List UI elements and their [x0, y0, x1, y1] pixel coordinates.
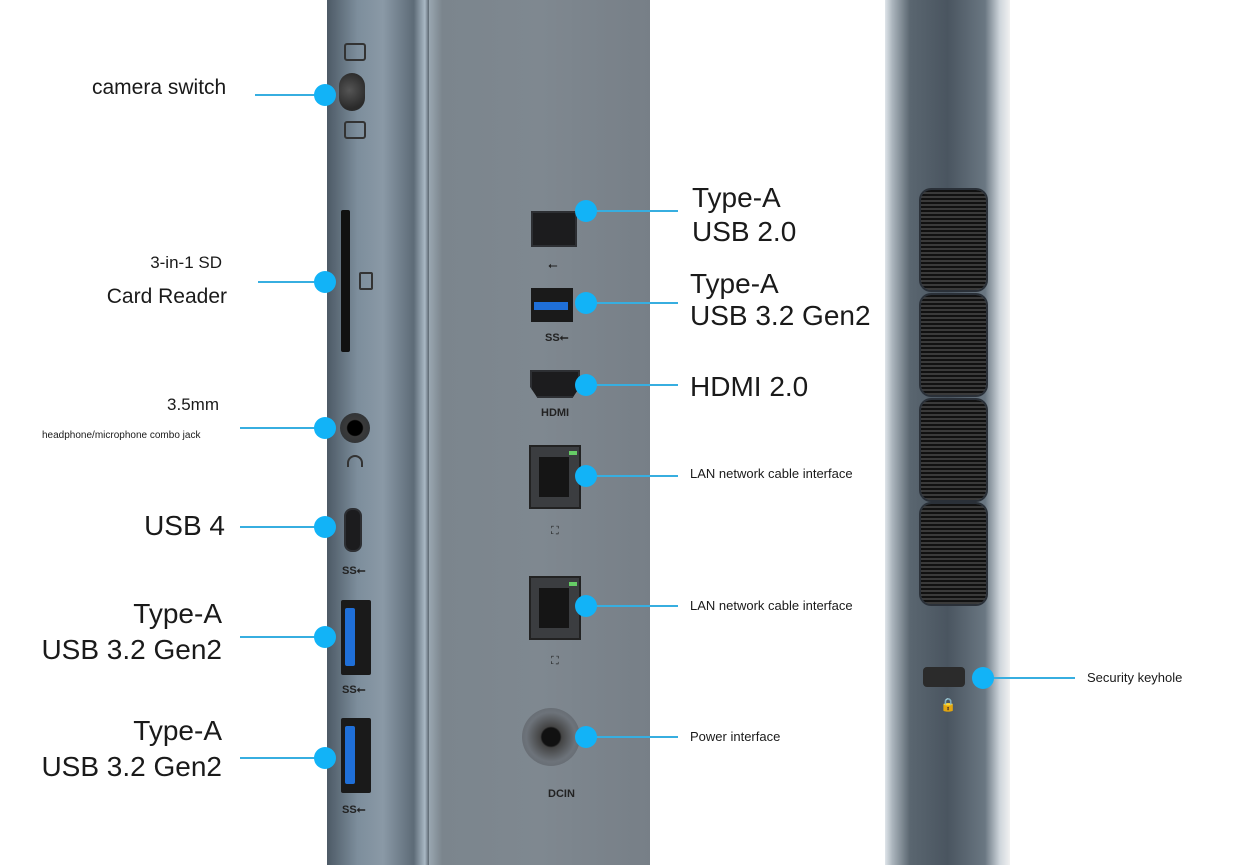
lan-port: [529, 445, 581, 509]
callout-line: [258, 281, 325, 283]
lan1-label: LAN network cable interface: [690, 466, 853, 481]
callout-dot: [575, 726, 597, 748]
keyhole-label: Security keyhole: [1087, 670, 1183, 685]
callout-line: [240, 636, 325, 638]
callout-dot: [575, 595, 597, 617]
callout-line: [586, 384, 678, 386]
hdmi-label: HDMI 2.0: [690, 371, 809, 402]
usba2-label-line1: Type-A: [133, 715, 222, 746]
sd-label-line2: Card Reader: [106, 285, 227, 308]
network-icon: ⛶: [551, 655, 559, 667]
callout-line: [983, 677, 1075, 679]
sd-card-icon: [359, 272, 373, 290]
callout-line: [586, 736, 678, 738]
dc-power-jack: [522, 708, 580, 766]
usb-c-port: [344, 508, 362, 552]
usb-a-port: [341, 600, 371, 675]
vent-grille: [921, 295, 986, 395]
usba1-label-line1: Type-A: [133, 598, 222, 629]
jack-label-line2: headphone/microphone combo jack: [42, 430, 201, 441]
usba2-label-line2: USB 3.2 Gen2: [41, 751, 222, 782]
usb-a-port: [341, 718, 371, 793]
callout-dot: [314, 747, 336, 769]
vent-grille: [921, 400, 986, 500]
ss-usb-mark: SS⭠: [342, 684, 366, 696]
vent-grille: [921, 190, 986, 290]
callout-dot: [314, 84, 336, 106]
callout-dot: [314, 516, 336, 538]
hdmi-mark: HDMI: [541, 407, 570, 419]
callout-line: [586, 605, 678, 607]
ss-usb-mark: SS⭠: [545, 332, 569, 344]
sd-card-slot: [341, 210, 350, 352]
lock-icon: 🔒: [940, 697, 957, 712]
callout-dot: [575, 374, 597, 396]
usb20-label-line1: Type-A: [692, 182, 781, 213]
lan2-label: LAN network cable interface: [690, 598, 853, 613]
callout-line: [240, 427, 325, 429]
usb-2-port: [531, 211, 577, 247]
usb32-label-line2: USB 3.2 Gen2: [690, 300, 871, 331]
callout-dot: [575, 465, 597, 487]
callout-line: [240, 526, 325, 528]
headphone-icon: [347, 455, 363, 467]
callout-dot: [314, 626, 336, 648]
ss-usb-mark: SS⭠: [342, 804, 366, 816]
usb4-label: USB 4: [144, 510, 225, 541]
callout-dot: [314, 417, 336, 439]
dcin-mark: DCIN: [548, 788, 575, 800]
usb32-label-line1: Type-A: [690, 268, 779, 299]
hdmi-port: [530, 370, 580, 398]
camera-on-icon: [344, 121, 366, 139]
callout-line: [240, 757, 325, 759]
power-label: Power interface: [690, 729, 781, 744]
callout-line: [586, 302, 678, 304]
audio-jack: [340, 413, 370, 443]
camera-switch-label: camera switch: [92, 76, 227, 99]
jack-label-line1: 3.5mm: [167, 395, 219, 414]
usb-icon: ⭠: [548, 258, 558, 272]
callout-line: [255, 94, 325, 96]
callout-dot: [575, 200, 597, 222]
vent-grille: [921, 504, 986, 604]
callout-line: [586, 475, 678, 477]
sd-label-line1: 3-in-1 SD: [150, 253, 222, 272]
camera-switch-knob: [339, 73, 365, 111]
camera-off-icon: [344, 43, 366, 61]
usba1-label-line2: USB 3.2 Gen2: [41, 634, 222, 665]
security-keyhole-slot: [923, 667, 965, 687]
callout-line: [586, 210, 678, 212]
callout-dot: [972, 667, 994, 689]
usb20-label-line2: USB 2.0: [692, 216, 797, 247]
callout-dot: [575, 292, 597, 314]
lan-port: [529, 576, 581, 640]
usb-3-port: [531, 288, 573, 322]
callout-dot: [314, 271, 336, 293]
ss-usb-mark: SS⭠: [342, 565, 366, 577]
network-icon: ⛶: [551, 525, 559, 537]
